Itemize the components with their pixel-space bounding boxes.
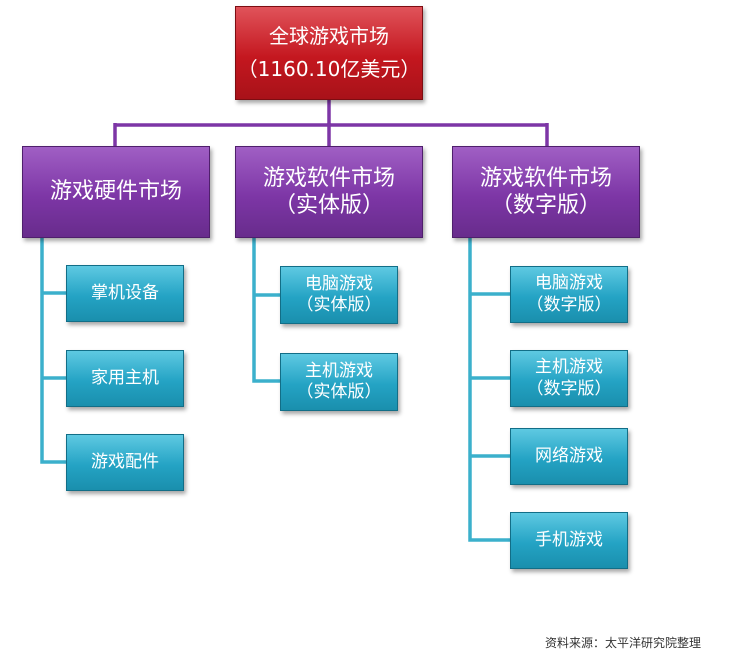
category-software-physical: 游戏软件市场 （实体版） [235, 146, 423, 238]
leaf-game-accessories: 游戏配件 [66, 434, 184, 491]
leaf-home-consoles: 家用主机 [66, 350, 184, 407]
leaf-label-line2: （实体版） [296, 382, 382, 402]
leaf-online-games: 网络游戏 [510, 428, 628, 485]
leaf-label-line1: 主机游戏 [305, 360, 373, 381]
category-hardware: 游戏硬件市场 [22, 146, 210, 238]
leaf-console-games-physical: 主机游戏 （实体版） [280, 353, 398, 411]
leaf-label: 游戏配件 [91, 451, 159, 472]
category-digital-line2: （数字版） [490, 193, 601, 218]
leaf-label-line2: （数字版） [526, 294, 612, 315]
category-digital-line1: 游戏软件市场 [479, 165, 612, 191]
connector-physical-trunk [252, 238, 280, 383]
leaf-pc-games-physical: 电脑游戏 （实体版） [280, 266, 398, 324]
leaf-handheld-devices: 掌机设备 [66, 265, 184, 322]
root-node: 全球游戏市场 （1160.10亿美元） [235, 6, 423, 100]
leaf-pc-games-digital: 电脑游戏 （数字版） [510, 266, 628, 323]
leaf-label: 家用主机 [91, 367, 159, 388]
leaf-console-games-digital: 主机游戏 （数字版） [510, 350, 628, 407]
connector-digital-trunk [468, 238, 510, 542]
leaf-label-line1: 电脑游戏 [305, 273, 373, 294]
category-hardware-label: 游戏硬件市场 [49, 179, 182, 205]
leaf-label-line1: 主机游戏 [535, 357, 603, 378]
category-software-digital: 游戏软件市场 （数字版） [452, 146, 640, 238]
category-physical-line1: 游戏软件市场 [262, 165, 395, 191]
leaf-label-line1: 电脑游戏 [535, 273, 603, 294]
connector-hardware-trunk [40, 238, 66, 464]
leaf-label-line2: （数字版） [526, 378, 612, 399]
category-physical-line2: （实体版） [273, 193, 384, 218]
leaf-label: 网络游戏 [535, 445, 603, 466]
leaf-label-line2: （实体版） [296, 295, 382, 315]
source-note: 资料来源：太平洋研究院整理 [545, 636, 702, 650]
root-node-line2: （1160.10亿美元） [237, 57, 421, 81]
leaf-label: 掌机设备 [91, 282, 159, 303]
leaf-label: 手机游戏 [535, 529, 603, 550]
root-node-line1: 全球游戏市场 [269, 24, 389, 48]
leaf-mobile-games: 手机游戏 [510, 512, 628, 569]
